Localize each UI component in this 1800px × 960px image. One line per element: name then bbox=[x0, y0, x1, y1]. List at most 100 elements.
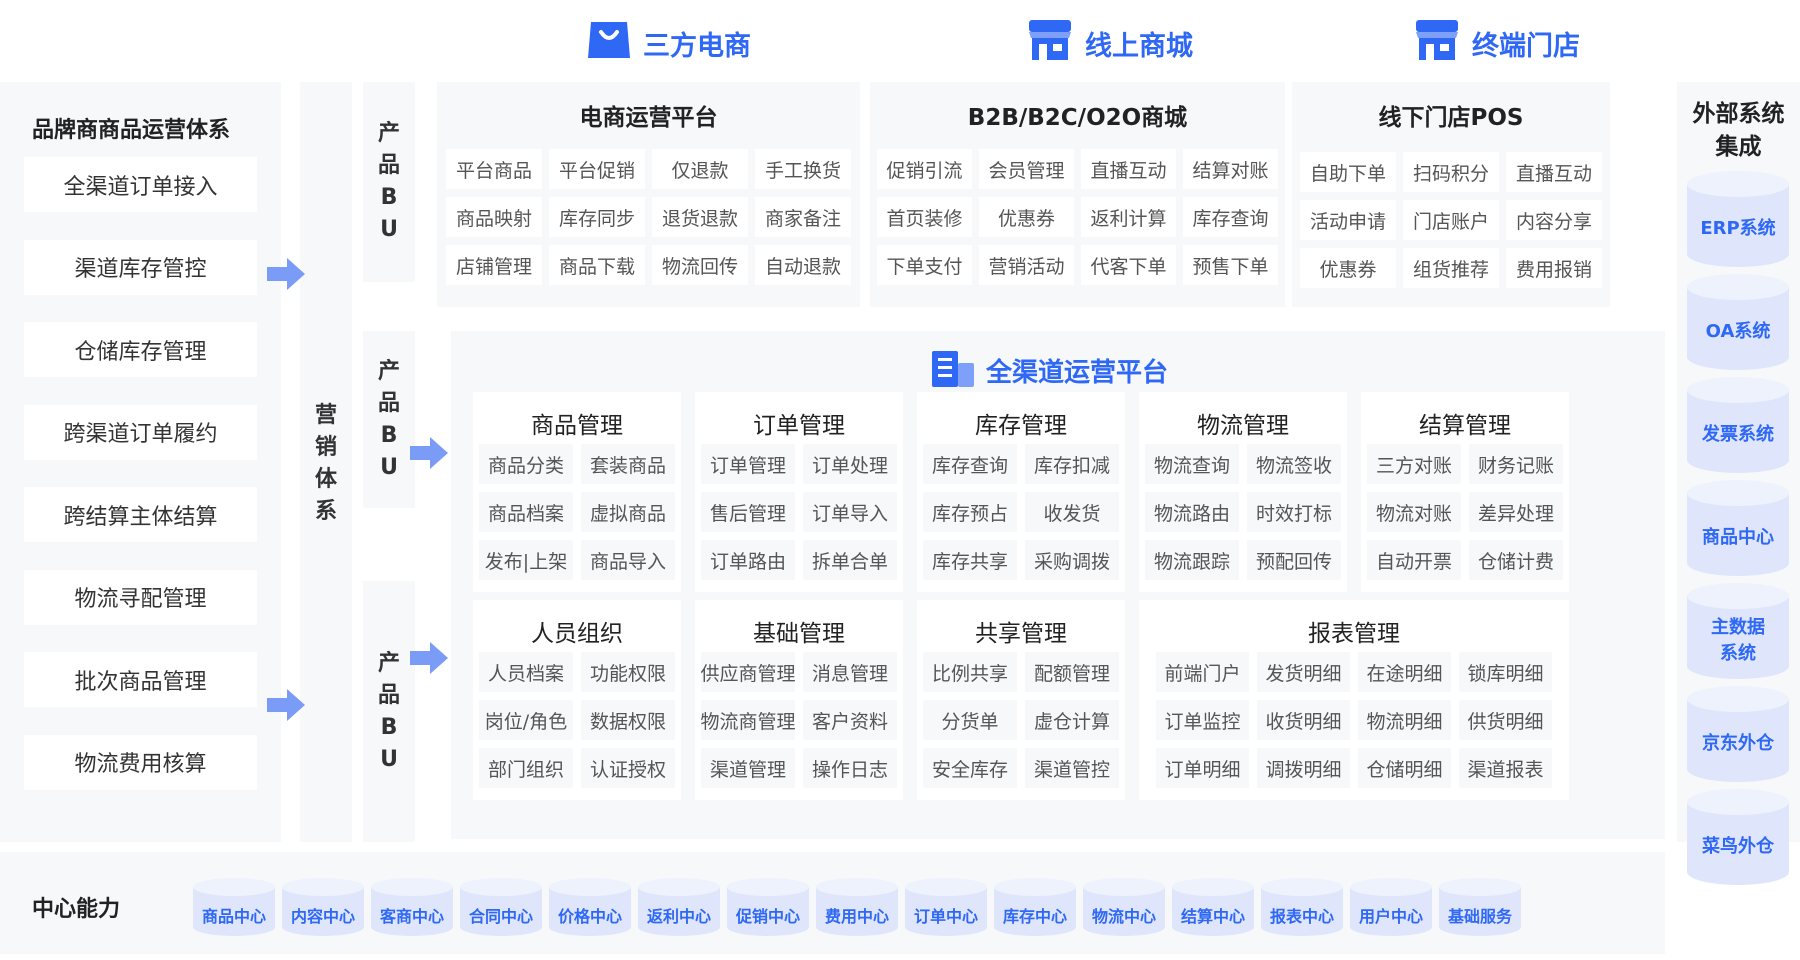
module-feature-chip: 订单明细 bbox=[1156, 748, 1249, 788]
center-capability-label: 商品中心 bbox=[201, 907, 266, 926]
left-capability-item: 渠道库存管控 bbox=[24, 239, 257, 295]
platform-feature-chip: 优惠券 bbox=[979, 197, 1074, 237]
center-capability-database: 用户中心 bbox=[1350, 878, 1432, 936]
module-feature-chip: 物流跟踪 bbox=[1145, 540, 1239, 580]
center-capability-database: 促销中心 bbox=[727, 878, 809, 936]
left-capability-item: 批次商品管理 bbox=[24, 652, 257, 707]
module-title: 库存管理 bbox=[975, 413, 1067, 439]
platform-feature-chip: 自助下单 bbox=[1300, 152, 1396, 192]
module-feature-chip: 虚拟商品 bbox=[581, 492, 675, 532]
product-bu-char: 产 bbox=[377, 121, 400, 146]
product-bu-column bbox=[363, 581, 415, 842]
module-feature-chip: 渠道管理 bbox=[701, 748, 795, 788]
platform-title: 电商运营平台 bbox=[579, 105, 718, 131]
center-capability-label: 内容中心 bbox=[290, 907, 355, 926]
platform-feature-chip: 平台促销 bbox=[549, 149, 645, 189]
module-feature-chip: 供货明细 bbox=[1459, 700, 1552, 740]
platform-feature-chip: 返利计算 bbox=[1081, 197, 1176, 237]
platform-feature-chip: 营销活动 bbox=[979, 245, 1074, 285]
product-bu-char: 品 bbox=[377, 390, 400, 416]
center-capability-database: 费用中心 bbox=[816, 878, 898, 936]
module-feature-chip: 分货单 bbox=[923, 700, 1017, 740]
external-system-database: 京东外仓 bbox=[1687, 686, 1789, 782]
module-title: 报表管理 bbox=[1308, 621, 1400, 647]
platform-feature-chip: 直播互动 bbox=[1081, 149, 1176, 189]
platform-feature-chip: 退货退款 bbox=[652, 197, 748, 237]
center-capability-label: 库存中心 bbox=[1002, 907, 1067, 926]
module-feature-chip: 订单监控 bbox=[1156, 700, 1249, 740]
module-feature-chip: 虚仓计算 bbox=[1025, 700, 1119, 740]
center-capability-database: 库存中心 bbox=[994, 878, 1076, 936]
platform-feature-chip: 手工换货 bbox=[755, 149, 851, 189]
module-feature-chip: 客户资料 bbox=[803, 700, 897, 740]
marketing-label: 营销体系 bbox=[300, 400, 352, 528]
module-feature-chip: 在途明细 bbox=[1358, 652, 1451, 692]
platform-feature-chip: 扫码积分 bbox=[1403, 152, 1499, 192]
center-capability-database: 报表中心 bbox=[1261, 878, 1343, 936]
product-bu-char: U bbox=[380, 454, 398, 480]
external-system-database: 商品中心 bbox=[1687, 480, 1789, 576]
module-feature-chip: 售后管理 bbox=[701, 492, 795, 532]
product-bu-column bbox=[363, 331, 415, 508]
center-capability-label: 用户中心 bbox=[1358, 907, 1423, 926]
arrow-right-icon bbox=[265, 256, 307, 296]
module-feature-chip: 预配回传 bbox=[1247, 540, 1341, 580]
module-title: 共享管理 bbox=[975, 621, 1067, 647]
module-title: 结算管理 bbox=[1419, 413, 1511, 439]
left-capability-item: 全渠道订单接入 bbox=[24, 157, 257, 212]
cylinder-label: 京东外仓 bbox=[1702, 732, 1774, 754]
module-feature-chip: 消息管理 bbox=[803, 652, 897, 692]
module-feature-chip: 锁库明细 bbox=[1459, 652, 1552, 692]
center-capability-label: 价格中心 bbox=[557, 907, 622, 926]
left-capability-item: 物流寻配管理 bbox=[24, 569, 257, 625]
module-feature-chip: 功能权限 bbox=[581, 652, 675, 692]
module-feature-chip: 收货明细 bbox=[1257, 700, 1350, 740]
product-bu-column bbox=[363, 82, 415, 282]
cylinder-label: 商品中心 bbox=[1702, 526, 1774, 548]
channel-2: 线上商城 bbox=[1025, 18, 1193, 69]
center-capabilities-title: 中心能力 bbox=[32, 897, 121, 922]
module-feature-chip: 商品分类 bbox=[479, 444, 573, 484]
platform-feature-chip: 活动申请 bbox=[1300, 200, 1396, 240]
left-capability-item: 跨渠道订单履约 bbox=[24, 404, 257, 460]
left-panel-title: 品牌商商品运营体系 bbox=[32, 118, 231, 143]
cylinder-label: 菜鸟外仓 bbox=[1702, 835, 1774, 857]
module-feature-chip: 商品导入 bbox=[581, 540, 675, 580]
platform-feature-chip: 物流回传 bbox=[652, 245, 748, 285]
cylinder-label: 发票系统 bbox=[1702, 423, 1774, 445]
module-feature-chip: 仓储明细 bbox=[1358, 748, 1451, 788]
module-feature-chip: 订单导入 bbox=[803, 492, 897, 532]
module-feature-chip: 库存查询 bbox=[923, 444, 1017, 484]
module-feature-chip: 操作日志 bbox=[803, 748, 897, 788]
module-feature-chip: 财务记账 bbox=[1469, 444, 1563, 484]
module-feature-chip: 库存预占 bbox=[923, 492, 1017, 532]
platform-feature-chip: 库存同步 bbox=[549, 197, 645, 237]
platform-feature-chip: 平台商品 bbox=[446, 149, 542, 189]
center-capability-label: 订单中心 bbox=[913, 907, 978, 926]
module-title: 商品管理 bbox=[531, 413, 623, 439]
platform-title: 线下门店POS bbox=[1378, 105, 1524, 131]
product-bu-char: B bbox=[380, 714, 398, 740]
channel-1: 三方电商 bbox=[585, 18, 751, 69]
module-feature-chip: 订单管理 bbox=[701, 444, 795, 484]
arrow-right-icon bbox=[408, 640, 450, 680]
center-capability-label: 基础服务 bbox=[1447, 907, 1512, 926]
external-system-database: OA系统 bbox=[1687, 274, 1789, 370]
module-feature-chip: 渠道报表 bbox=[1459, 748, 1552, 788]
center-capability-database: 价格中心 bbox=[549, 878, 631, 936]
center-capability-label: 促销中心 bbox=[735, 907, 800, 926]
module-feature-chip: 渠道管控 bbox=[1025, 748, 1119, 788]
marketing-char: 营 bbox=[314, 403, 337, 428]
module-feature-chip: 物流明细 bbox=[1358, 700, 1451, 740]
arrow-right-icon bbox=[265, 687, 307, 727]
channel-3: 终端门店 bbox=[1412, 18, 1580, 69]
platform-feature-chip: 商品映射 bbox=[446, 197, 542, 237]
center-capability-label: 结算中心 bbox=[1180, 907, 1245, 926]
product-bu-char: B bbox=[380, 422, 398, 448]
external-system-database: 菜鸟外仓 bbox=[1687, 789, 1789, 885]
center-capability-label: 物流中心 bbox=[1091, 907, 1156, 926]
left-capability-item: 仓储库存管理 bbox=[24, 322, 257, 377]
product-bu-char: 产 bbox=[377, 650, 400, 676]
